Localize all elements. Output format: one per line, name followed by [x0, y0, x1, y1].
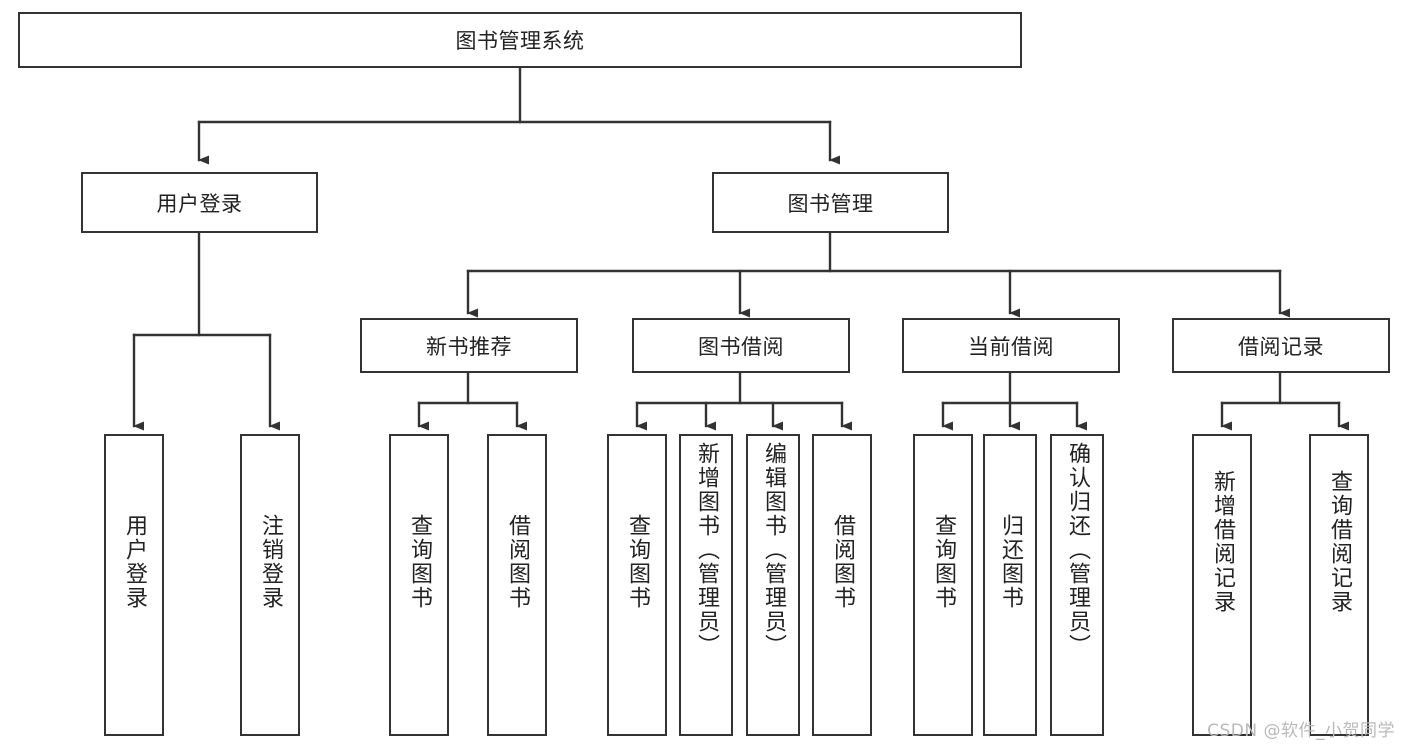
node-leaf-query-book-3[interactable]: 查询图书	[913, 434, 973, 736]
node-leaf-logout-login[interactable]: 注销登录	[240, 434, 300, 736]
node-borrow-record[interactable]: 借阅记录	[1172, 318, 1390, 373]
node-leaf-query-book-2[interactable]: 查询图书	[607, 434, 667, 736]
node-leaf-edit-book-label: 编辑图书（管理员）	[760, 442, 786, 658]
node-user-login-label: 用户登录	[156, 191, 243, 216]
node-leaf-query-book-2-label: 查询图书	[624, 514, 650, 610]
node-current-borrow-label: 当前借阅	[968, 334, 1054, 359]
node-leaf-add-book-label: 新增图书（管理员）	[693, 442, 719, 658]
node-leaf-add-book[interactable]: 新增图书（管理员）	[679, 434, 733, 736]
node-book-borrow[interactable]: 图书借阅	[632, 318, 850, 373]
node-user-login[interactable]: 用户登录	[81, 172, 318, 233]
node-current-borrow[interactable]: 当前借阅	[902, 318, 1120, 373]
node-leaf-user-login[interactable]: 用户登录	[104, 434, 164, 736]
node-root[interactable]: 图书管理系统	[18, 12, 1022, 68]
node-leaf-query-record-label: 查询借阅记录	[1326, 470, 1352, 614]
node-leaf-query-book-1[interactable]: 查询图书	[389, 434, 449, 736]
node-new-book-recommend-label: 新书推荐	[426, 334, 512, 359]
node-leaf-confirm-return[interactable]: 确认归还（管理员）	[1050, 434, 1104, 736]
node-book-manage[interactable]: 图书管理	[712, 172, 949, 233]
node-leaf-confirm-return-label: 确认归还（管理员）	[1064, 442, 1090, 658]
node-leaf-borrow-book-1-label: 借阅图书	[504, 514, 530, 610]
node-book-manage-label: 图书管理	[787, 191, 874, 216]
node-borrow-record-label: 借阅记录	[1238, 334, 1324, 359]
node-leaf-user-login-label: 用户登录	[121, 514, 147, 610]
node-leaf-add-record[interactable]: 新增借阅记录	[1192, 434, 1252, 736]
node-new-book-recommend[interactable]: 新书推荐	[360, 318, 578, 373]
node-leaf-return-book[interactable]: 归还图书	[983, 434, 1037, 736]
node-leaf-add-record-label: 新增借阅记录	[1209, 470, 1235, 614]
node-leaf-return-book-label: 归还图书	[997, 514, 1023, 610]
node-leaf-logout-login-label: 注销登录	[257, 514, 283, 610]
node-leaf-borrow-book-1[interactable]: 借阅图书	[487, 434, 547, 736]
node-leaf-borrow-book-2[interactable]: 借阅图书	[812, 434, 872, 736]
node-leaf-query-book-3-label: 查询图书	[930, 514, 956, 610]
node-leaf-edit-book[interactable]: 编辑图书（管理员）	[746, 434, 800, 736]
node-book-borrow-label: 图书借阅	[698, 334, 784, 359]
node-leaf-query-book-1-label: 查询图书	[406, 514, 432, 610]
node-root-label: 图书管理系统	[455, 29, 585, 53]
csdn-watermark: CSDN @软件_小贺同学	[1207, 721, 1395, 741]
node-leaf-query-record[interactable]: 查询借阅记录	[1309, 434, 1369, 736]
node-leaf-borrow-book-2-label: 借阅图书	[829, 514, 855, 610]
